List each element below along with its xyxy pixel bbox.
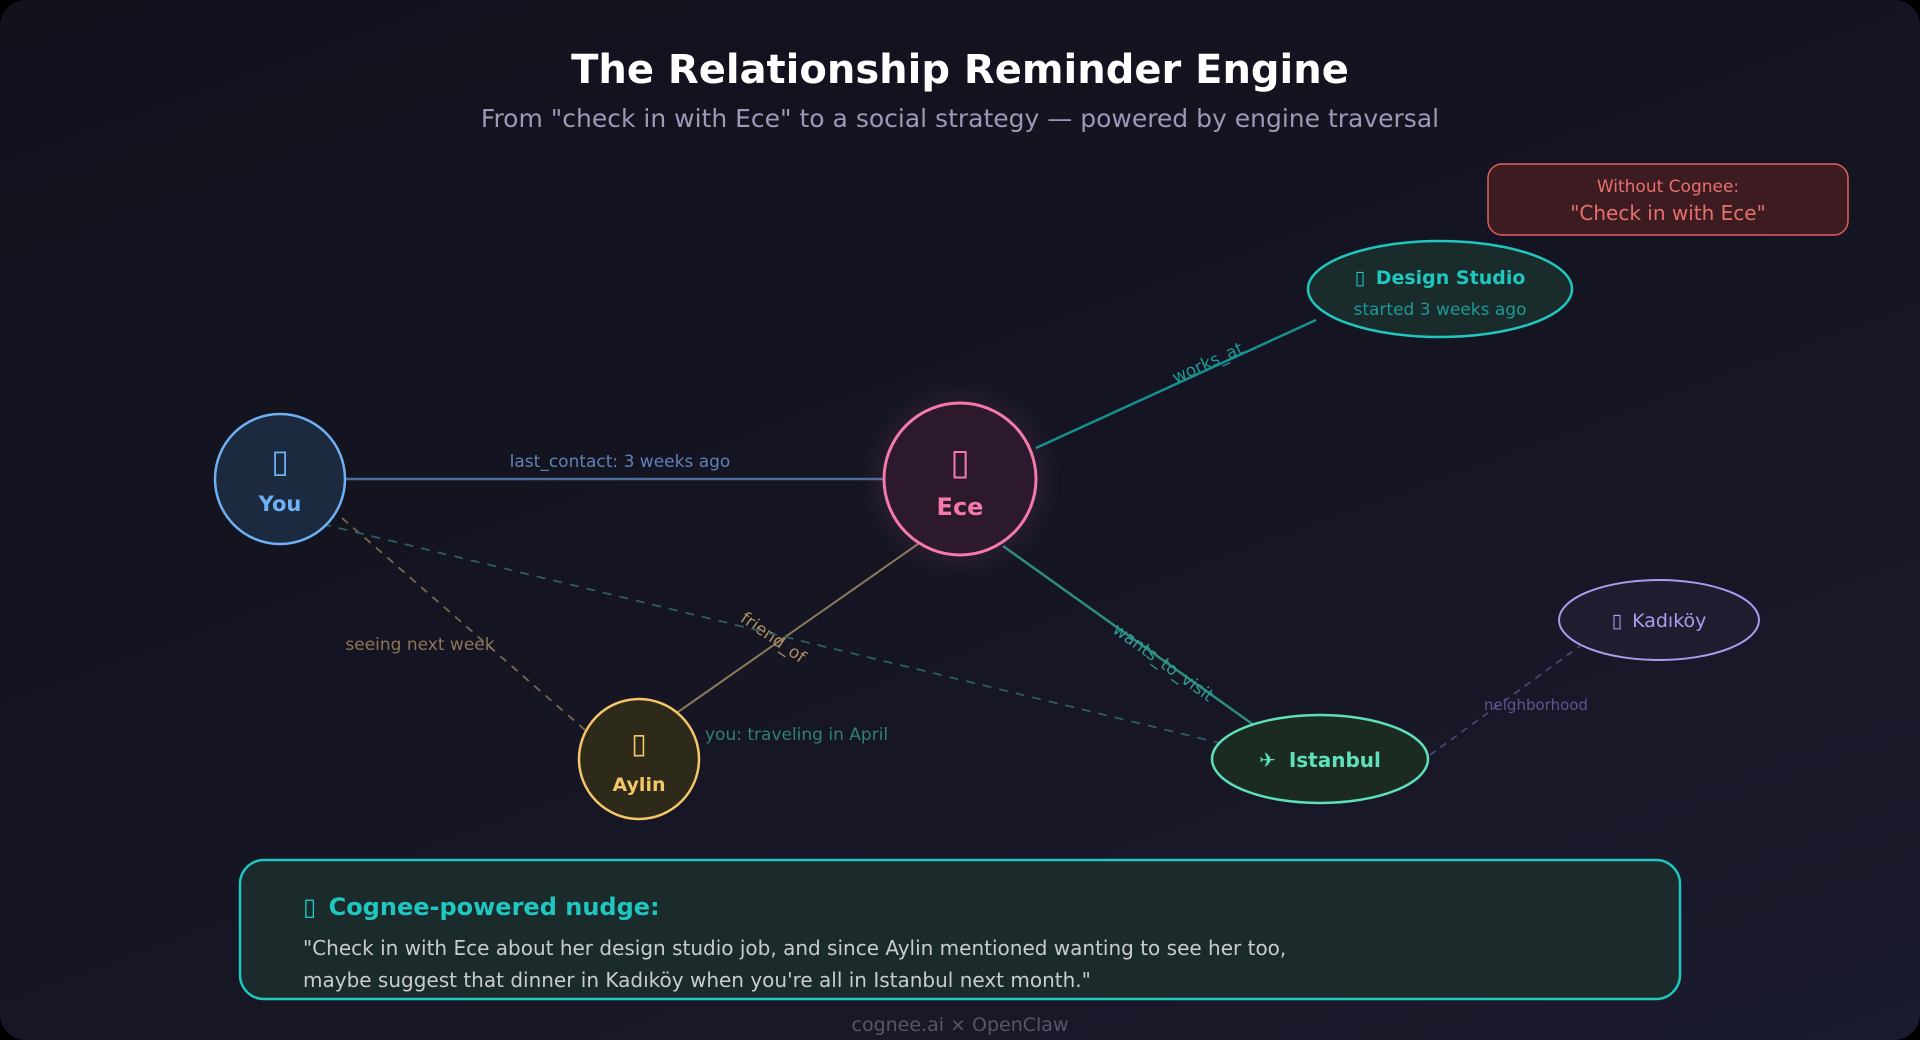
edge-you-aylin: [341, 517, 586, 731]
edge-label-istanbul-kadikoy: neighborhood: [1484, 696, 1588, 714]
page-subtitle: From "check in with Ece" to a social str…: [481, 104, 1439, 133]
edge-label-ece-aylin: friend_of: [737, 608, 810, 668]
svg-text:▯ Cognee-powered nudge:: ▯ Cognee-powered nudge:: [303, 893, 660, 921]
node-design-studio[interactable]: ▯ Design Studio started 3 weeks ago: [1306, 239, 1574, 339]
edge-label-you-aylin: seeing next week: [345, 635, 494, 655]
sparkle-icon: ▯: [303, 893, 316, 921]
node-aylin[interactable]: ▯ Aylin: [577, 697, 701, 821]
edge-label-you-istanbul: you: traveling in April: [705, 725, 888, 745]
edge-ece-istanbul: [1002, 544, 1259, 730]
nudge-text-line2: maybe suggest that dinner in Kadıköy whe…: [303, 968, 1091, 992]
node-label-kadikoy: Kadıköy: [1632, 610, 1706, 632]
node-label-istanbul: Istanbul: [1289, 748, 1381, 772]
svg-text:▯ Design Studio: ▯ Design Studio: [1355, 267, 1526, 289]
node-ece[interactable]: ▯ Ece: [860, 379, 1060, 579]
node-you[interactable]: ▯ You: [213, 412, 347, 546]
node-label-you: You: [258, 492, 302, 516]
edge-ece-studio: [1035, 318, 1317, 450]
svg-text:✈ Istanbul: ✈ Istanbul: [1259, 748, 1381, 772]
nudge-text-line1: "Check in with Ece about her design stud…: [303, 936, 1286, 960]
edge-label-ece-studio: works_at: [1169, 339, 1246, 389]
edge-label-you-ece: last_contact: 3 weeks ago: [510, 452, 731, 472]
edge-istanbul-kadikoy: [1429, 645, 1581, 756]
building-icon: ▯: [1355, 267, 1365, 289]
airplane-icon: ✈: [1259, 748, 1276, 772]
without-cognee-label: Without Cognee:: [1597, 177, 1739, 197]
pin-icon: ▯: [1612, 610, 1622, 632]
without-cognee-box: Without Cognee: "Check in with Ece": [1487, 163, 1849, 236]
svg-text:▯ Kadıköy: ▯ Kadıköy: [1612, 610, 1707, 632]
edge-label-ece-istanbul: wants_to_visit: [1109, 620, 1218, 707]
person-icon: ▯: [950, 442, 970, 483]
nudge-box: ▯ Cognee-powered nudge: "Check in with E…: [238, 858, 1682, 1001]
without-cognee-quote: "Check in with Ece": [1570, 201, 1766, 225]
person-icon: ▯: [631, 727, 646, 760]
node-kadikoy[interactable]: ▯ Kadıköy: [1558, 579, 1760, 661]
edge-you-istanbul: [321, 523, 1225, 745]
node-label-ece: Ece: [937, 493, 984, 521]
nudge-title: Cognee-powered nudge:: [329, 893, 660, 921]
footer-credit: cognee.ai × OpenClaw: [852, 1014, 1069, 1036]
node-label-design-studio: Design Studio: [1376, 267, 1526, 289]
node-istanbul[interactable]: ✈ Istanbul: [1210, 713, 1430, 805]
node-label-aylin: Aylin: [613, 774, 666, 796]
node-sublabel-design-studio: started 3 weeks ago: [1353, 300, 1526, 320]
person-icon: ▯: [271, 442, 289, 480]
page-title: The Relationship Reminder Engine: [571, 47, 1349, 93]
edge-ece-aylin: [677, 543, 919, 713]
